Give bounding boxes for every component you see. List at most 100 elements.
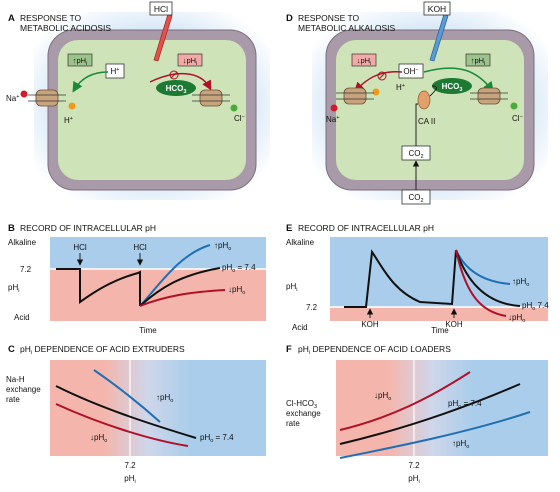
- panel-d-phi-left-box: [351, 53, 377, 67]
- panel-c-trace-mid: [55, 385, 197, 439]
- panel-a-phi-right-box: [177, 53, 203, 67]
- panel-c-plot-bg: [50, 360, 266, 456]
- panel-f-trace-up: [339, 411, 531, 459]
- panel-c-series-mid: pHo = 7.4: [200, 433, 234, 444]
- panel-a-h-out: H+: [64, 116, 73, 125]
- panel-b: B RECORD OF INTRACELLULAR pH Alkaline 7.…: [8, 223, 266, 335]
- panel-d-inhibit-icon: [377, 71, 387, 81]
- panel-e-series-down: ↓pHo: [508, 313, 525, 324]
- panel-f-trace-mid: [339, 383, 521, 445]
- panel-e-acid-zone: [330, 307, 548, 321]
- panel-c-title: pHi DEPENDENCE OF ACID EXTRUDERS: [20, 344, 185, 356]
- panel-d-right-transporter-icon: [470, 87, 508, 105]
- panel-a-hco3: HCO3: [166, 84, 187, 95]
- panel-b-series-down: ↓pHo: [228, 285, 245, 296]
- panel-e-letter: E: [286, 223, 292, 234]
- panel-d-na: Na+: [326, 115, 339, 124]
- panel-a-h: H+: [111, 67, 120, 76]
- panel-d-reagent: KOH: [428, 4, 446, 14]
- panel-d-co2-out: CO2: [408, 193, 423, 204]
- panel-e-alkaline-zone: [330, 237, 548, 307]
- panel-b-y-bot: Acid: [14, 313, 30, 322]
- panel-d-co2: CO2: [408, 149, 423, 160]
- panel-f-xtick: 7.2: [408, 461, 420, 470]
- panel-a-hco3-oval: [156, 80, 196, 96]
- panel-a-cl-dot: [230, 104, 238, 112]
- panel-d-phi-right: ↑pHi: [471, 56, 486, 67]
- panel-b-letter: B: [8, 223, 15, 234]
- panel-f-title: pHi DEPENDENCE OF ACID LOADERS: [298, 344, 451, 356]
- panel-e-x-label: Time: [431, 326, 449, 335]
- panel-e-arrow2-label: KOH: [445, 320, 463, 329]
- panel-b-y-top: Alkaline: [8, 238, 37, 247]
- panel-a-phi-right: ↓pHi: [183, 56, 198, 67]
- panel-e-y-mid: 7.2: [306, 303, 318, 312]
- panel-d-oh-box: [398, 63, 424, 79]
- panel-b-acid-zone: [50, 269, 266, 321]
- panel-c-series-up: ↑pHo: [156, 393, 173, 404]
- panel-b-series-mid: pHo = 7.4: [222, 263, 256, 274]
- panel-d-hco3-oval: [432, 78, 472, 94]
- panel-e-trace-down: [455, 249, 507, 317]
- panel-e-trace-mid: [455, 249, 521, 307]
- panel-f-series-mid: pHo = 7.4: [448, 399, 482, 410]
- panel-d-cl-dot: [510, 102, 518, 110]
- panel-b-y-mid: 7.2: [20, 265, 32, 274]
- panel-f-trace-down: [339, 371, 471, 431]
- panel-f-series-up: ↑pHo: [452, 439, 469, 450]
- panel-b-arrow2-label: HCl: [133, 243, 147, 252]
- panel-d-h-dot: [372, 88, 380, 96]
- panel-d-hco3: HCO3: [442, 82, 463, 93]
- panel-a-phi-left-box: [67, 53, 93, 67]
- panel-d-green-arrow: [423, 67, 494, 93]
- panel-f-xlabel: pHi: [408, 474, 419, 485]
- panel-a-letter: A: [8, 13, 15, 24]
- panel-a-right-transporter-icon: [192, 89, 230, 107]
- panel-b-trace-up: [139, 244, 211, 307]
- panel-c-series-down: ↓pHo: [90, 433, 107, 444]
- panel-b-series-up: ↑pHo: [214, 241, 231, 252]
- panel-d-ca: CA II: [418, 117, 435, 126]
- panel-c-xtick: 7.2: [124, 461, 136, 470]
- panel-a-inhibit-icon: [169, 70, 179, 80]
- panel-b-trace-down: [139, 289, 226, 307]
- panel-f-plot-bg: [336, 360, 548, 456]
- panel-e-y-top: Alkaline: [286, 238, 315, 247]
- panel-a-phi-left: ↑pHi: [73, 56, 88, 67]
- panel-e-series-up: ↑pHo: [512, 277, 529, 288]
- panel-a-cl: Cl−: [234, 114, 245, 123]
- panel-d-red-arrow: [354, 71, 403, 92]
- panel-d-na-dot: [330, 104, 338, 112]
- panel-b-trace-common: [56, 268, 141, 306]
- panel-c-xlabel: pHi: [124, 474, 135, 485]
- panel-f-letter: F: [286, 344, 292, 355]
- panel-d-phi-left: ↓pHi: [357, 56, 372, 67]
- panel-f-series-down: ↓pHo: [374, 391, 391, 402]
- panel-e-trace-common: [344, 249, 457, 308]
- panel-d-cl: Cl−: [512, 114, 523, 123]
- panel-b-y-label: pHi: [8, 283, 19, 294]
- panel-b-arrow1-label: HCl: [73, 243, 87, 252]
- panel-c-trace-down: [55, 403, 189, 447]
- panel-a-na: Na+: [6, 94, 19, 103]
- panel-e-series-mid: pHo 7.4: [522, 301, 549, 312]
- panel-d-phi-right-box: [465, 53, 491, 67]
- panel-c-trace-up: [93, 369, 161, 423]
- panel-a-reagent: HCl: [154, 4, 168, 14]
- panel-d-ca-icon: [417, 90, 431, 110]
- panel-e-title: RECORD OF INTRACELLULAR pH: [298, 223, 434, 233]
- panel-a-h-dot: [68, 102, 76, 110]
- panel-a-green-arrow: [72, 71, 109, 93]
- panel-e-arrow1-label: KOH: [361, 320, 379, 329]
- panel-a-cytoplasm: [58, 40, 246, 180]
- panel-a-left-transporter-icon: [28, 89, 66, 107]
- panel-d-letter: D: [286, 13, 293, 24]
